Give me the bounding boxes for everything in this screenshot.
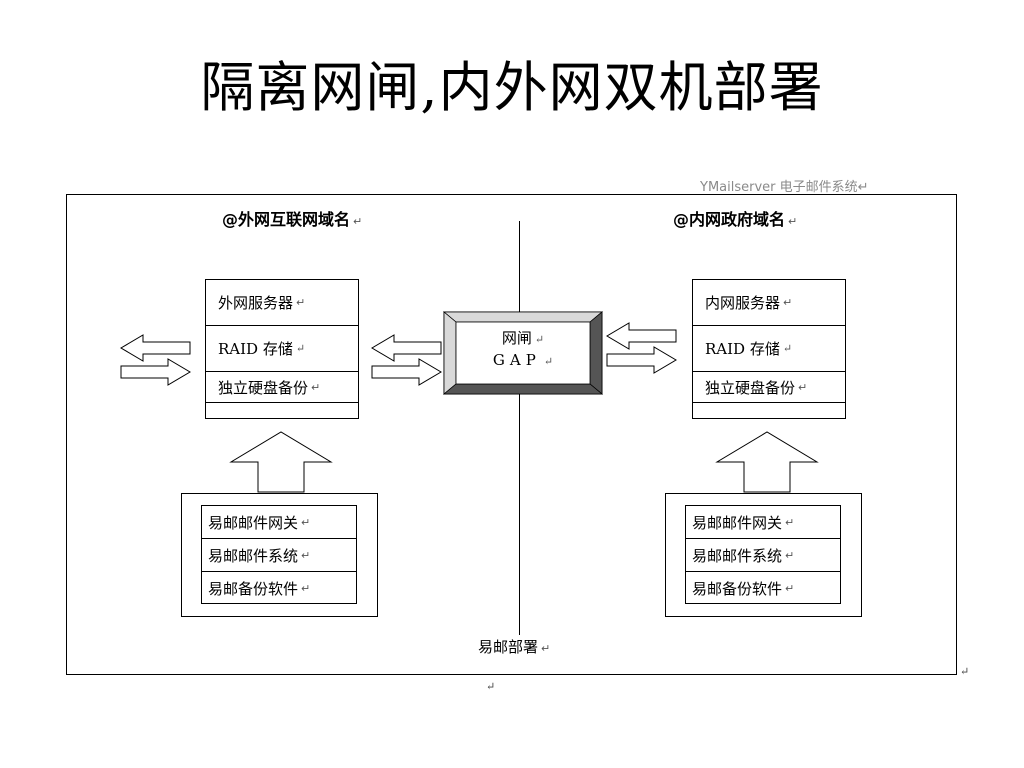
bottom-mark: ↵ [486,680,496,693]
right-server-row: 内网服务器↵ [693,280,845,326]
right-raid-row: RAID 存储↵ [693,326,845,372]
gap-name: 网闸 [501,329,532,347]
gap-label: 网闸↵ GAP↵ [444,328,602,372]
return-mark: ↵ [534,333,545,346]
left-heading-text: @外网互联网域名 [222,210,351,229]
left-backup-label: 独立硬盘备份 [218,378,309,397]
return-mark: ↵ [296,296,306,309]
left-software-row: 易邮邮件系统↵ [202,539,356,572]
slide-title: 隔离网闸,内外网双机部署 [200,56,824,119]
return-mark: ↵ [543,355,554,368]
left-outer-arrow-out [120,358,191,386]
left-raid-label: RAID 存储 [218,340,293,358]
diagram-frame [66,194,957,675]
return-mark: ↵ [798,380,808,394]
right-server-block: 内网服务器↵ RAID 存储↵ 独立硬盘备份↵ [692,279,846,419]
left-software-label: 易邮备份软件 [208,580,299,598]
return-mark: ↵ [785,582,795,595]
return-mark: ↵ [311,380,321,394]
right-server-label: 内网服务器 [705,294,781,312]
return-mark: ↵ [301,582,311,595]
right-software-label: 易邮邮件网关 [692,513,783,532]
right-software-label: 易邮备份软件 [692,580,783,598]
right-gap-arrow-out [606,346,677,374]
left-heading: @外网互联网域名↵ [222,206,362,230]
right-up-arrow [715,431,819,493]
left-software-row: 易邮备份软件↵ [202,572,356,605]
right-raid-label: RAID 存储 [705,340,780,358]
right-backup-row: 独立硬盘备份↵ [693,372,845,403]
right-software-block: 易邮邮件网关↵ 易邮邮件系统↵ 易邮备份软件↵ [665,493,862,617]
left-server-block: 外网服务器↵ RAID 存储↵ 独立硬盘备份↵ [205,279,359,419]
return-mark: ↵ [785,548,795,562]
right-software-label: 易邮邮件系统 [692,546,783,565]
left-server-row: 外网服务器↵ [206,280,358,326]
right-software-row: 易邮邮件网关↵ [686,506,840,539]
return-mark: ↵ [785,515,795,529]
gap-label-line1: 网闸↵ [444,328,602,350]
right-software-row: 易邮备份软件↵ [686,572,840,605]
left-gap-arrow-in [371,334,442,362]
deployment-label: 易邮部署↵ [478,636,550,657]
left-software-row: 易邮邮件网关↵ [202,506,356,539]
left-software-list: 易邮邮件网关↵ 易邮邮件系统↵ 易邮备份软件↵ [201,505,357,604]
right-software-row: 易邮邮件系统↵ [686,539,840,572]
left-software-label: 易邮邮件网关 [208,513,299,532]
right-heading-text: @内网政府域名 [673,210,786,229]
left-server-label: 外网服务器 [218,294,294,312]
return-mark: ↵ [788,215,798,228]
frame-end-mark: ↵ [960,665,970,678]
return-mark: ↵ [301,548,311,562]
left-gap-arrow-out [371,358,442,386]
gap-box [442,311,604,395]
right-software-list: 易邮邮件网关↵ 易邮邮件系统↵ 易邮备份软件↵ [685,505,841,604]
return-mark: ↵ [783,296,793,309]
gap-abbrev: GAP [492,351,541,369]
left-outer-arrow-in [120,334,191,362]
return-mark: ↵ [295,342,306,355]
return-mark: ↵ [541,642,551,655]
left-raid-row: RAID 存储↵ [206,326,358,372]
left-software-label: 易邮邮件系统 [208,546,299,565]
left-up-arrow [229,431,333,493]
center-divider-line [519,221,520,635]
right-backup-label: 独立硬盘备份 [705,378,796,397]
deployment-label-text: 易邮部署 [478,638,539,656]
return-mark: ↵ [353,215,363,228]
right-heading: @内网政府域名↵ [673,206,797,230]
right-gap-arrow-in [606,322,677,350]
gap-label-line2: GAP↵ [444,350,602,372]
left-software-block: 易邮邮件网关↵ 易邮邮件系统↵ 易邮备份软件↵ [181,493,378,617]
left-backup-row: 独立硬盘备份↵ [206,372,358,403]
return-mark: ↵ [301,515,311,529]
return-mark: ↵ [782,342,793,355]
diagram-caption: YMailserver 电子邮件系统↵ [700,180,869,195]
